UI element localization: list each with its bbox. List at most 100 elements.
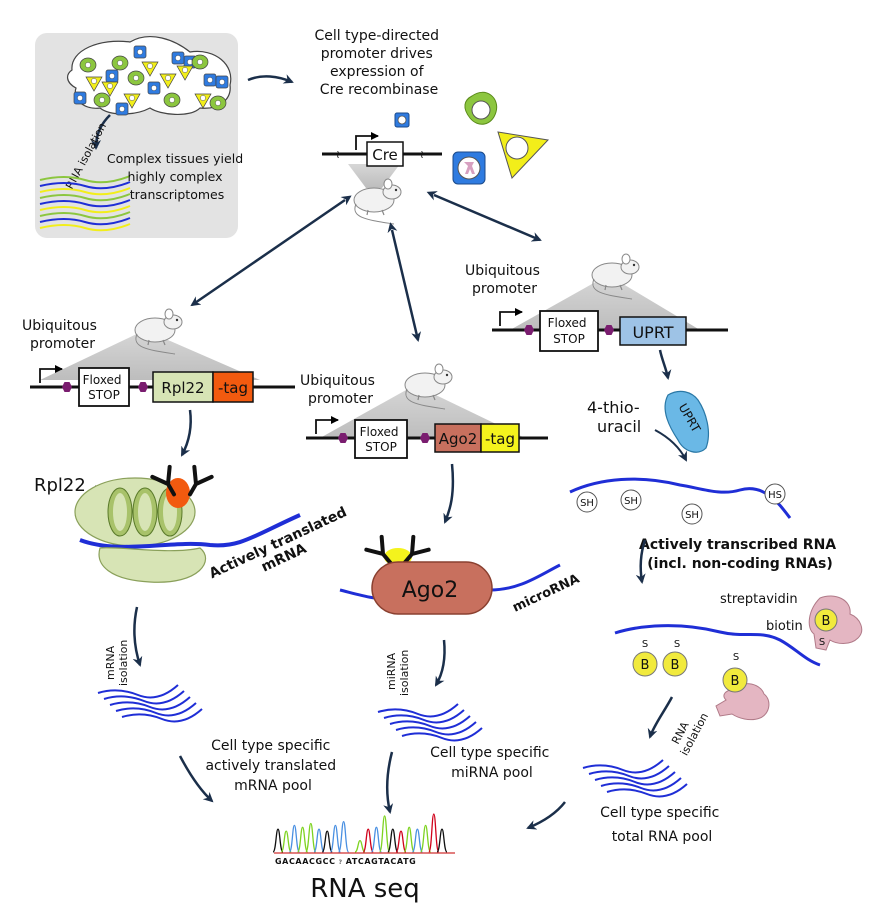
cell-nucleus bbox=[147, 63, 153, 69]
cell-nucleus bbox=[182, 67, 188, 73]
uprt-expression-arrow bbox=[658, 349, 672, 380]
cell-nucleus bbox=[175, 55, 181, 61]
yellow-cell-icon bbox=[194, 93, 212, 109]
streptavidin-label: streptavidin bbox=[720, 592, 798, 607]
mrna-pool-icon bbox=[97, 684, 203, 723]
chromatogram-peak-A bbox=[296, 826, 309, 853]
cell-nucleus bbox=[219, 79, 225, 85]
rna-seq-section: GACAACGCC?ATCAGTACATG RNA seq bbox=[272, 813, 455, 904]
chromatogram-peak-A bbox=[305, 822, 317, 853]
ago2-expression-arrow bbox=[443, 463, 455, 524]
chromatogram-peak-T bbox=[362, 828, 374, 853]
promoter-arrow-icon bbox=[355, 132, 379, 150]
mirna-pool-label: Cell type specific miRNA pool bbox=[430, 745, 554, 781]
rpl22-construct: Ubiquitous promoter Floxed STOP Rpl22 -t… bbox=[22, 308, 295, 407]
uprt-branch: 4-thio- uracil UPRT SH SH SH HS Actively… bbox=[526, 349, 863, 845]
cell-nucleus bbox=[197, 59, 203, 65]
cell-nucleus bbox=[200, 95, 206, 101]
mrna-isolation-arrow bbox=[132, 606, 143, 667]
ago2-tag-label: -tag bbox=[485, 430, 515, 448]
chromatogram-peak-G bbox=[272, 828, 284, 853]
yellow-cell-icon bbox=[123, 93, 141, 109]
ago2-gene-label: Ago2 bbox=[439, 430, 478, 448]
chromatogram-peak-A bbox=[419, 824, 432, 853]
sequence-readout: GACAACGCC?ATCAGTACATG bbox=[275, 857, 416, 866]
mirna-pool-icon bbox=[377, 703, 483, 742]
translated-mrna-strand bbox=[79, 513, 301, 549]
yellow-cell-icon bbox=[176, 65, 194, 81]
mirna-isolation-label: miRNA isolation bbox=[385, 649, 411, 696]
ago2-promoter-label: Ubiquitous promoter bbox=[300, 373, 379, 407]
thiouracil-label: 4-thio- uracil bbox=[587, 398, 645, 436]
cre-to-ago2-arrow bbox=[387, 222, 422, 342]
dna-break-symbol: ≀ bbox=[420, 148, 424, 161]
ago2-floxed-stop-label: Floxed STOP bbox=[360, 425, 403, 454]
svg-text:SH: SH bbox=[624, 496, 638, 507]
chromatogram-peak-T bbox=[395, 830, 407, 853]
floxed-stop-box bbox=[78, 367, 130, 407]
cre-projection-cone bbox=[348, 164, 400, 188]
biotin-label: biotin bbox=[766, 619, 803, 634]
thiouracil-arrow bbox=[654, 429, 687, 462]
total-rna-pool-label: Cell type specific total RNA pool bbox=[600, 805, 724, 845]
thiol-group: SH bbox=[620, 489, 642, 511]
chromatogram-peak-C bbox=[411, 828, 424, 853]
cell-nucleus bbox=[85, 62, 91, 68]
uprt-gene-label: UPRT bbox=[632, 323, 673, 342]
ago2-branch: Ago2 microRNA miRNA isolation Cell type … bbox=[339, 463, 582, 814]
rna-isolation-arrow bbox=[91, 114, 111, 150]
yellow-cell-icon bbox=[159, 73, 177, 89]
thiol-group: SH bbox=[576, 491, 598, 513]
chromatogram-peak-C bbox=[288, 824, 301, 853]
rpl22-protein-label: Rpl22 bbox=[34, 475, 86, 496]
chromatogram-peak-A bbox=[403, 826, 415, 853]
svg-text:S: S bbox=[674, 639, 680, 650]
chromatogram-peak-C bbox=[337, 820, 350, 853]
cell-nucleus bbox=[91, 78, 97, 84]
cell-nucleus bbox=[129, 95, 135, 101]
cell-nucleus bbox=[133, 75, 139, 81]
chromatogram-peak-A bbox=[354, 839, 366, 853]
biotinylation-arrow bbox=[635, 539, 647, 584]
tissue-to-cre-arrow bbox=[247, 74, 294, 84]
uprt-construct: Ubiquitous promoter Floxed STOP UPRT bbox=[465, 253, 728, 352]
ago2-protein-label: Ago2 bbox=[402, 578, 458, 603]
dna-break-symbol: ≀ bbox=[336, 148, 340, 161]
svg-text:B: B bbox=[822, 614, 831, 629]
cre-caption: Cell type-directed promoter drives expre… bbox=[315, 28, 444, 98]
cre-to-uprt-arrow bbox=[426, 191, 542, 242]
svg-text:HS: HS bbox=[768, 490, 782, 501]
ago2-construct: Ubiquitous promoter Floxed STOP Ago2 -ta… bbox=[300, 363, 548, 459]
svg-text:B: B bbox=[731, 674, 740, 689]
total-rna-pool-icon bbox=[582, 759, 688, 798]
ago2-tag-box bbox=[480, 423, 520, 453]
cell-nucleus bbox=[169, 97, 175, 103]
chromatogram-peak-C bbox=[329, 824, 342, 853]
tissue-panel: RNA isolation Complex tissues yield high… bbox=[35, 33, 243, 238]
promoter-arrow-icon bbox=[39, 365, 63, 383]
mirna-isolation-arrow bbox=[434, 639, 446, 687]
biotin-group: B S bbox=[662, 639, 688, 677]
ago2-gene-box bbox=[434, 423, 482, 453]
biotin-group: B S bbox=[814, 608, 838, 648]
rna-isolation-label: RNA isolation bbox=[666, 705, 711, 758]
chromatogram-peak-G bbox=[436, 828, 448, 853]
uprt-enzyme bbox=[664, 390, 710, 453]
ago2-floxed-stop-box bbox=[354, 419, 408, 459]
thiol-group: HS bbox=[764, 483, 786, 505]
translated-mrna-label: Actively translated mRNA bbox=[207, 502, 361, 596]
green-cell-icon bbox=[464, 91, 498, 125]
chromatogram-peak-G bbox=[387, 828, 399, 853]
transcribed-rna-label: Actively transcribed RNA (incl. non-codi… bbox=[639, 537, 841, 572]
mrna-to-seq-arrow bbox=[178, 755, 214, 803]
svg-text:S: S bbox=[733, 652, 739, 663]
svg-text:SH: SH bbox=[580, 498, 594, 509]
uprt-promoter-label: Ubiquitous promoter bbox=[465, 263, 544, 297]
uprt-floxed-stop-box bbox=[539, 310, 599, 352]
cre-section: Cell type-directed promoter drives expre… bbox=[315, 28, 550, 225]
svg-text:B: B bbox=[671, 658, 680, 673]
rna-seq-title: RNA seq bbox=[310, 874, 420, 904]
rpl22-tag-blob bbox=[166, 478, 190, 508]
chromatogram-peak-G bbox=[321, 830, 333, 853]
